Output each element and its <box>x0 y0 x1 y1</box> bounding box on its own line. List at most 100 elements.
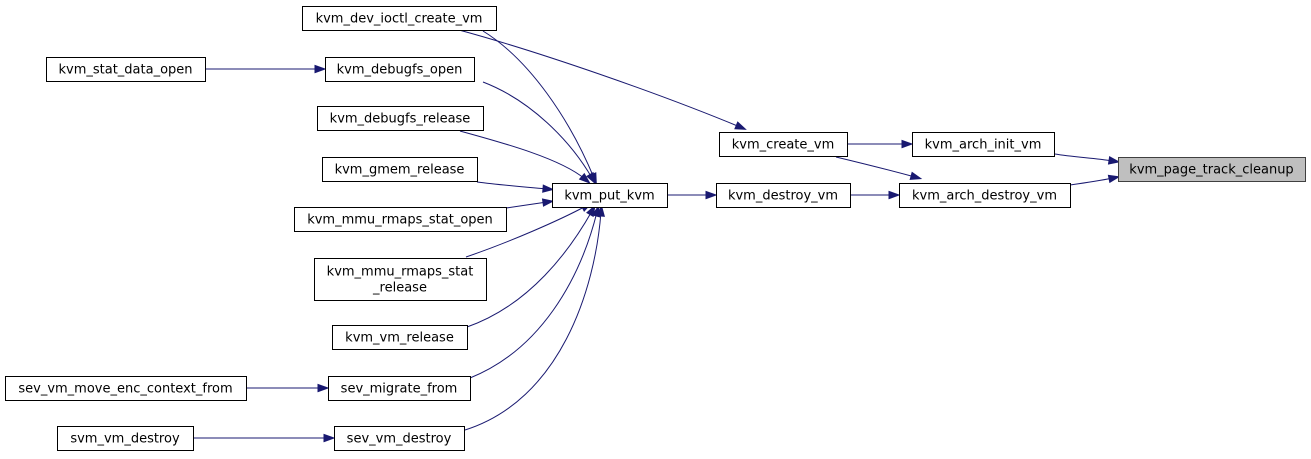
node-box <box>552 183 668 208</box>
node-box <box>719 132 848 157</box>
edge-line <box>469 211 598 379</box>
arrowhead-icon <box>901 139 914 149</box>
edge-kvm_arch_init_vm-to-kvm_page_track_cleanup <box>1054 153 1121 165</box>
arrowhead-icon <box>1107 174 1121 184</box>
node-kvm-page-track-cleanup[interactable]: kvm_page_track_cleanup <box>1118 157 1306 182</box>
node-kvm-mmu-rmaps-stat-release[interactable]: kvm_mmu_rmaps_stat_release <box>314 258 487 301</box>
arrowhead-icon <box>909 171 923 180</box>
edge-line <box>482 81 593 179</box>
edge-sev_vm_destroy-to-kvm_put_kvm <box>464 204 605 431</box>
node-label: kvm_arch_init_vm <box>925 138 1042 153</box>
edge-line <box>476 181 548 190</box>
node-kvm-arch-destroy-vm[interactable]: kvm_arch_destroy_vm <box>899 183 1071 208</box>
function-nodes: kvm_dev_ioctl_create_vm kvm_stat_data_ope… <box>5 6 1306 451</box>
node-box <box>5 376 247 401</box>
edge-kvm_debugfs_open-to-kvm_put_kvm <box>482 81 596 185</box>
node-kvm-destroy-vm[interactable]: kvm_destroy_vm <box>716 183 851 208</box>
arrowhead-icon <box>734 121 747 130</box>
node-label: kvm_stat_data_open <box>58 63 192 78</box>
arrowhead-icon <box>705 190 718 200</box>
node-kvm-dev-ioctl-create-vm[interactable]: kvm_dev_ioctl_create_vm <box>302 6 497 31</box>
arrowhead-icon <box>541 198 555 207</box>
node-box <box>716 183 851 208</box>
edge-kvm_destroy_vm-to-kvm_arch_destroy_vm <box>850 190 901 200</box>
node-label: kvm_mmu_rmaps_stat <box>327 265 474 280</box>
node-box <box>332 325 468 350</box>
arrowhead-icon <box>317 383 330 393</box>
node-box <box>899 183 1071 208</box>
node-box <box>334 426 465 451</box>
edge-line <box>465 205 587 258</box>
node-sev-vm-move-enc-context-from[interactable]: sev_vm_move_enc_context_from <box>5 376 247 401</box>
edge-kvm_put_kvm-to-kvm_destroy_vm <box>667 190 718 200</box>
edge-kvm_arch_destroy_vm-to-kvm_page_track_cleanup <box>1069 174 1121 186</box>
edge-line <box>505 201 548 209</box>
node-box <box>328 376 471 401</box>
node-label: kvm_page_track_cleanup <box>1129 163 1293 178</box>
edge-line <box>466 210 593 328</box>
node-label: _release <box>372 281 427 296</box>
arrowhead-icon <box>314 64 327 74</box>
edge-line <box>1069 177 1114 186</box>
node-label: kvm_vm_release <box>345 331 454 346</box>
edge-kvm_gmem_release-to-kvm_put_kvm <box>476 181 555 193</box>
edge-kvm_debugfs_release-to-kvm_put_kvm <box>459 130 591 184</box>
node-kvm-debugfs-open[interactable]: kvm_debugfs_open <box>325 57 475 82</box>
node-label: sev_vm_move_enc_context_from <box>18 382 232 397</box>
node-kvm-vm-release[interactable]: kvm_vm_release <box>332 325 468 350</box>
arrowhead-icon <box>578 172 591 184</box>
arrowhead-icon <box>596 204 605 217</box>
arrowhead-icon <box>586 171 596 185</box>
node-kvm-arch-init-vm[interactable]: kvm_arch_init_vm <box>912 132 1055 157</box>
node-label: svm_vm_destroy <box>70 432 180 447</box>
node-box <box>325 57 475 82</box>
arrowhead-icon <box>1107 156 1121 165</box>
edge-kvm_dev_ioctl_create_vm-to-kvm_create_vm <box>458 29 747 130</box>
node-label: kvm_put_kvm <box>564 189 654 204</box>
node-box <box>294 207 507 232</box>
node-label: kvm_create_vm <box>732 138 835 153</box>
edge-line <box>458 29 741 128</box>
edge-line <box>482 30 595 179</box>
node-box <box>317 106 484 131</box>
call-edges <box>193 29 1121 443</box>
node-box <box>912 132 1055 157</box>
node-label: sev_migrate_from <box>341 382 458 397</box>
node-label: kvm_debugfs_release <box>330 112 471 127</box>
node-box <box>57 426 194 451</box>
node-box <box>46 57 206 82</box>
node-kvm-mmu-rmaps-stat-open[interactable]: kvm_mmu_rmaps_stat_open <box>294 207 507 232</box>
node-kvm-create-vm[interactable]: kvm_create_vm <box>719 132 848 157</box>
node-box <box>302 6 497 31</box>
edge-line <box>835 156 916 178</box>
edge-kvm_stat_data_open-to-kvm_debugfs_open <box>205 64 327 74</box>
node-sev-migrate-from[interactable]: sev_migrate_from <box>328 376 471 401</box>
arrowhead-icon <box>542 184 555 193</box>
arrowhead-icon <box>323 433 336 443</box>
edge-line <box>459 130 586 180</box>
edge-line <box>1054 153 1114 162</box>
node-label: kvm_gmem_release <box>335 163 465 178</box>
node-kvm-gmem-release[interactable]: kvm_gmem_release <box>322 157 478 182</box>
arrowhead-icon <box>888 190 901 200</box>
edge-svm_vm_destroy-to-sev_vm_destroy <box>193 433 336 443</box>
node-box <box>322 157 478 182</box>
node-svm-vm-destroy[interactable]: svm_vm_destroy <box>57 426 194 451</box>
node-kvm-stat-data-open[interactable]: kvm_stat_data_open <box>46 57 206 82</box>
node-box <box>1118 157 1306 182</box>
edge-kvm_create_vm-to-kvm_arch_init_vm <box>847 139 914 149</box>
node-box <box>314 258 487 301</box>
node-kvm-put-kvm[interactable]: kvm_put_kvm <box>552 183 668 208</box>
node-label: kvm_dev_ioctl_create_vm <box>316 12 483 27</box>
node-label: kvm_arch_destroy_vm <box>912 189 1057 204</box>
node-label: kvm_debugfs_open <box>337 63 463 78</box>
node-sev-vm-destroy[interactable]: sev_vm_destroy <box>334 426 465 451</box>
node-label: kvm_mmu_rmaps_stat_open <box>307 213 493 228</box>
edge-sev_vm_move_enc_context_from-to-sev_migrate_from <box>246 383 330 393</box>
edge-kvm_mmu_rmaps_stat_open-to-kvm_put_kvm <box>505 198 555 209</box>
node-label: sev_vm_destroy <box>347 432 452 447</box>
edge-kvm_create_vm-to-kvm_arch_destroy_vm <box>835 156 923 180</box>
node-label: kvm_destroy_vm <box>728 189 838 204</box>
node-kvm-debugfs-release[interactable]: kvm_debugfs_release <box>317 106 484 131</box>
